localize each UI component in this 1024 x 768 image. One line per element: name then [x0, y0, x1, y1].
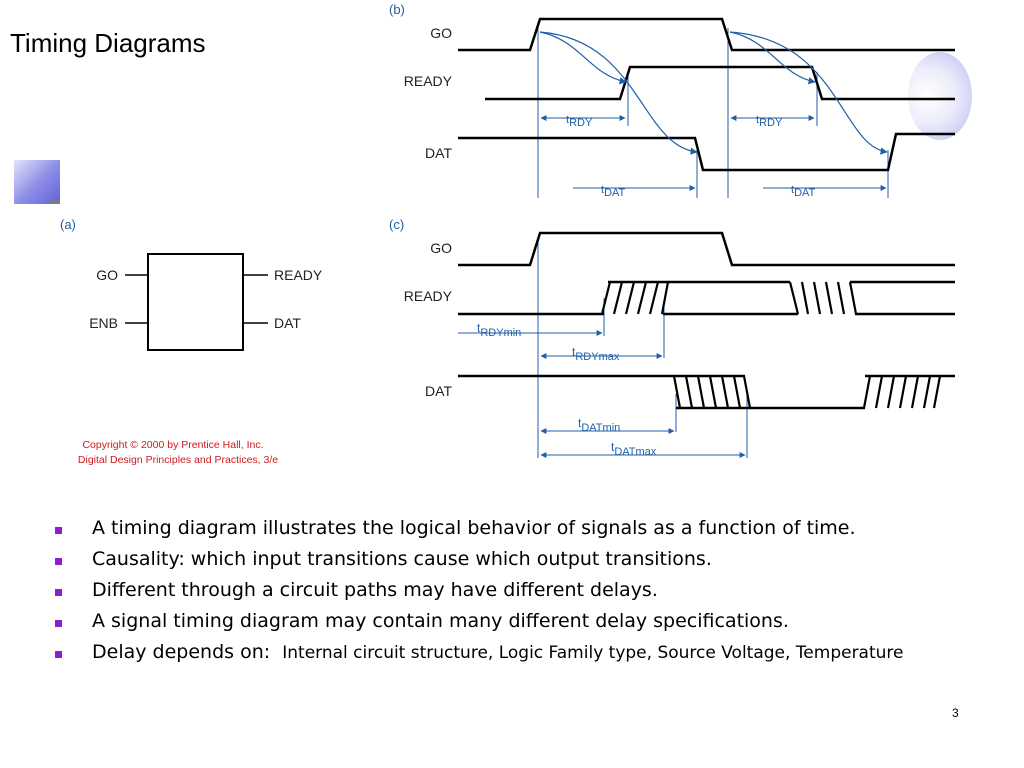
t-rdymax-label: tRDYmax [572, 345, 620, 363]
bullet-item: A signal timing diagram may contain many… [52, 609, 952, 633]
bullet-item: Delay depends on: Internal circuit struc… [52, 640, 952, 665]
part-c-dat-waveform [458, 374, 955, 410]
t-rdy-label: tRDY [756, 114, 783, 129]
output-label-ready: READY [274, 267, 323, 283]
dat-hatch-falling [672, 375, 752, 409]
t-datmax-label: tDATmax [611, 440, 657, 458]
copyright-line-2: Digital Design Principles and Practices,… [78, 454, 278, 466]
part-a-block-diagram: (a) GO ENB READY DAT [60, 217, 323, 351]
bullet-item: Different through a circuit paths may ha… [52, 578, 952, 602]
part-b-label: (b) [389, 2, 405, 17]
part-b-timing: (b) GO READY DAT tRDY tRDY tDAT tDAT [389, 2, 955, 199]
t-dat-label: tDAT [791, 184, 816, 199]
delay-factors: Internal circuit structure, Logic Family… [282, 643, 904, 663]
bullet-item: A timing diagram illustrates the logical… [52, 516, 952, 540]
input-label-go: GO [96, 267, 118, 283]
bullet-square-icon [55, 620, 62, 627]
part-a-label: (a) [60, 217, 76, 232]
part-c-go-label: GO [430, 240, 452, 256]
part-b-go-waveform [458, 17, 955, 52]
bullet-item: Causality: which input transitions cause… [52, 547, 952, 571]
bullet-square-icon [55, 651, 62, 658]
bullet-square-icon [55, 589, 62, 596]
output-label-dat: DAT [274, 315, 301, 331]
bullet-square-icon [55, 527, 62, 534]
page-number: 3 [952, 706, 959, 720]
part-b-dat-label: DAT [425, 145, 452, 161]
part-b-ready-label: READY [404, 73, 453, 89]
part-c-go-waveform [458, 231, 955, 267]
part-b-go-label: GO [430, 25, 452, 41]
t-dat-label: tDAT [601, 184, 626, 199]
decorative-square [14, 160, 60, 204]
causality-arrow [729, 31, 816, 85]
part-b-dat-waveform [458, 132, 955, 172]
dat-hatch-rising [862, 375, 942, 409]
causality-arrow [539, 31, 627, 85]
part-c-ready-waveform [458, 280, 955, 316]
causality-arrow [539, 31, 698, 155]
slide-title: Timing Diagrams [10, 28, 206, 58]
t-rdymin-label: tRDYmin [477, 321, 521, 339]
bullet-square-icon [55, 558, 62, 565]
t-rdy-label: tRDY [566, 114, 593, 129]
ready-hatch-rising [600, 281, 670, 315]
ready-hatch-falling [788, 281, 858, 315]
part-c-label: (c) [389, 217, 404, 232]
part-c-ready-label: READY [404, 288, 453, 304]
part-b-ready-waveform [485, 65, 955, 101]
part-c-timing: (c) GO READY DAT [389, 217, 955, 458]
circuit-box [147, 253, 244, 351]
t-datmin-label: tDATmin [578, 416, 620, 434]
part-c-dat-label: DAT [425, 383, 452, 399]
decorative-circle [908, 52, 972, 140]
causality-arrow [729, 31, 888, 155]
input-label-enb: ENB [89, 315, 118, 331]
copyright-line-1: Copyright © 2000 by Prentice Hall, Inc. [82, 439, 263, 451]
bullet-list: A timing diagram illustrates the logical… [52, 516, 952, 672]
timing-diagram-figure: (a) GO ENB READY DAT Copyright © 2000 by… [60, 2, 955, 466]
decorative-dash [50, 200, 60, 204]
